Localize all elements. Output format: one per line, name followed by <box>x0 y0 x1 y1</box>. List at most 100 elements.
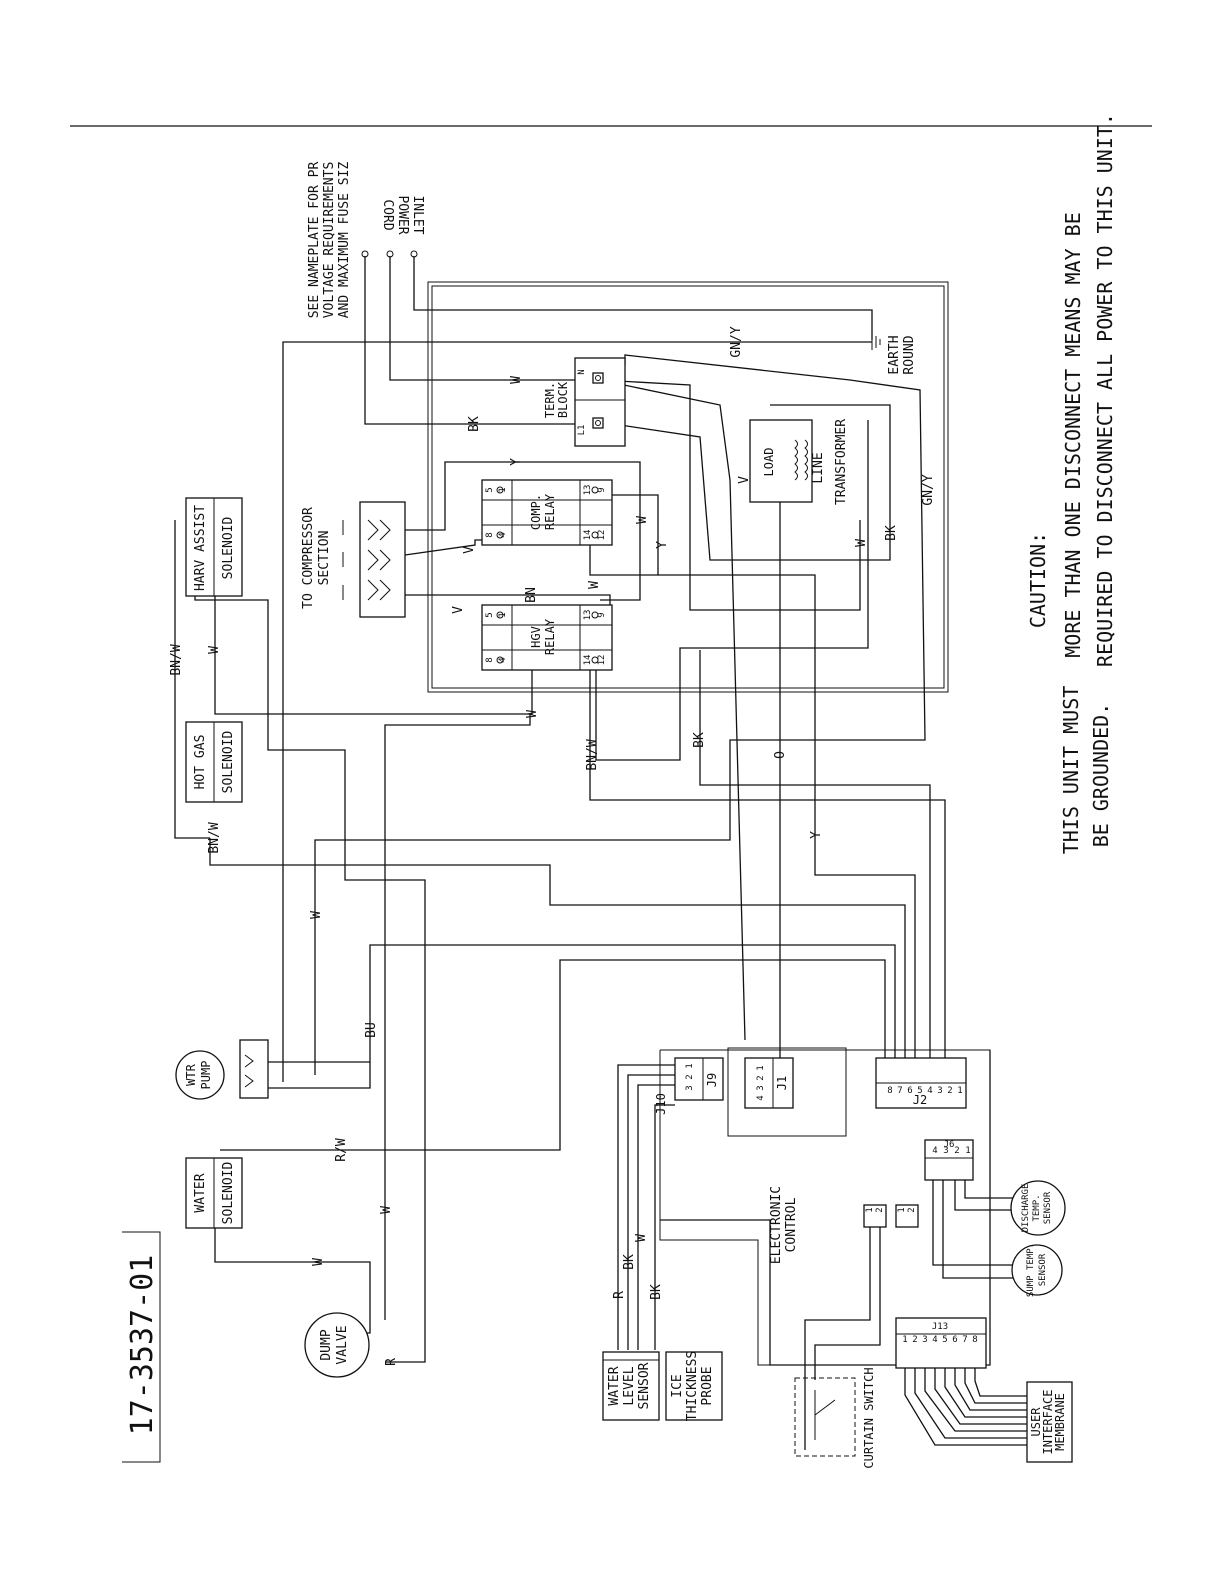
wire-label-w-pump: W <box>309 911 324 919</box>
water-level-sensor: WATER LEVEL SENSOR <box>602 1351 660 1421</box>
harv-assist-solenoid: HARV ASSIST SOLENOID <box>185 497 243 597</box>
drawing-number: 17-3537-01 <box>125 1255 160 1436</box>
grounded-note: THIS UNIT MUST BE GROUNDED. <box>1059 686 1113 855</box>
hgv-relay-pin-12: 12 <box>597 655 607 666</box>
j1-pin-1: 1 <box>756 1065 766 1070</box>
ice-probe-label: ICE <box>670 1374 685 1397</box>
control-box-inner <box>431 285 945 689</box>
wire-label-w-right: W <box>854 539 869 547</box>
wire-label-v-hgv: V <box>451 606 466 614</box>
ice-probe-label-2: THICKNESS <box>685 1351 700 1421</box>
caution-line-1: MORE THAN ONE DISCONNECT MEANS MAY BE <box>1061 212 1085 658</box>
water-level-label: WATER <box>607 1366 622 1405</box>
connector-j6: 1 2 3 4 J6 <box>924 1139 974 1181</box>
hgv-relay-pin-8: 8 <box>485 657 495 662</box>
j13-pin-5: 5 <box>942 1335 947 1345</box>
j2-pin-7: 7 <box>897 1086 902 1096</box>
j2-pin-5: 5 <box>917 1086 922 1096</box>
term-block-label-2: BLOCK <box>556 381 570 418</box>
small-conn-a-pin-1: 1 <box>865 1207 875 1212</box>
comp-relay-label-2: RELAY <box>543 493 557 530</box>
wire-label-bk-right: BK <box>884 525 899 541</box>
j9-label: J9 <box>705 1073 719 1087</box>
wire-label-bk-mid: BK <box>692 732 707 748</box>
j13-pin-6: 6 <box>952 1335 957 1345</box>
grounded-line-1: THIS UNIT MUST <box>1059 686 1083 855</box>
ice-thickness-probe: ICE THICKNESS PROBE <box>665 1351 723 1421</box>
transformer: LOAD LINE TRANSFORMER <box>749 419 849 505</box>
sump-sensor-label: SUMP TEMP. <box>1026 1243 1036 1297</box>
j1-pin-2: 2 <box>756 1075 766 1080</box>
transformer-label: TRANSFORMER <box>834 419 849 505</box>
dump-valve-label: DUMP <box>319 1329 334 1360</box>
nameplate-note: SEE NAMEPLATE FOR PR VOLTAGE REQUIREMENT… <box>307 162 352 319</box>
j13-pin-2: 2 <box>912 1335 917 1345</box>
wire-label-y-relay: Y <box>655 541 670 549</box>
electronic-control-label-2: CONTROL <box>784 1197 799 1252</box>
user-interface-membrane: USER INTERFACE MEMBRANE <box>1026 1381 1073 1463</box>
term-block-label: TERM. <box>543 382 557 418</box>
j2-pin-1: 1 <box>957 1086 962 1096</box>
j13-label: J13 <box>932 1322 948 1332</box>
hot-gas-label: HOT GAS <box>193 735 208 790</box>
wire-label-y-top: Y <box>509 458 524 466</box>
hgv-relay-pin-14: 14 <box>583 655 593 666</box>
comp-relay-pin-9: 9 <box>597 487 607 492</box>
wire-label-o: O <box>773 751 788 759</box>
terminal-block: N L1 TERM. BLOCK <box>543 357 626 447</box>
small-conn-b-pin-2: 2 <box>907 1207 917 1212</box>
water-solenoid: WATER SOLENOID <box>185 1157 243 1229</box>
comp-relay-pin-8: 8 <box>485 532 495 537</box>
j1-label: J1 <box>775 1076 789 1090</box>
j6-pin-1: 1 <box>965 1146 970 1156</box>
curtain-switch: CURTAIN SWITCH <box>794 1367 876 1469</box>
nameplate-line-1: SEE NAMEPLATE FOR PR <box>307 162 322 319</box>
harv-assist-label-2: SOLENOID <box>221 517 236 580</box>
j6-label: J6 <box>944 1140 955 1150</box>
j9-pin-2: 2 <box>685 1074 695 1079</box>
caution-note: CAUTION: MORE THAN ONE DISCONNECT MEANS … <box>1026 113 1117 667</box>
wire-label-bnw-top: BN/W <box>169 644 184 675</box>
j13-pin-8: 8 <box>972 1335 977 1345</box>
water-solenoid-label-2: SOLENOID <box>221 1162 236 1225</box>
sump-sensor-label-2: SENSOR <box>1038 1253 1048 1286</box>
comp-relay-pin-12: 12 <box>597 530 607 541</box>
curtain-switch-connector: 1 2 <box>863 1204 887 1228</box>
wire-label-gny-top: GN/Y <box>729 326 744 357</box>
hgv-relay-label-2: RELAY <box>543 618 557 655</box>
wire-label-bn: BN <box>524 587 539 603</box>
j6-pin-2: 2 <box>954 1146 959 1156</box>
wire-label-v-transformer: V <box>737 476 752 484</box>
wire-label-bk-probe: BK <box>649 1284 664 1300</box>
transformer-line-label: LINE <box>811 452 826 483</box>
caution-title: CAUTION: <box>1026 532 1050 628</box>
j2-pin-8: 8 <box>887 1086 892 1096</box>
ui-membrane-label-2: INTERFACE <box>1041 1389 1055 1454</box>
wire-label-bk-top: BK <box>467 416 482 432</box>
dump-valve-label-2: VALVE <box>335 1325 350 1364</box>
j6-pin-4: 4 <box>932 1146 937 1156</box>
electronic-control-label: ELECTRONIC <box>769 1186 784 1264</box>
hgv-relay-pin-5: 5 <box>485 612 495 617</box>
j2-pin-6: 6 <box>907 1086 912 1096</box>
wire-label-bk-sensor: BK <box>622 1254 637 1270</box>
to-compressor-label-2: SECTION <box>317 531 332 586</box>
hgv-relay-pin-4: 4 <box>498 657 508 662</box>
harv-assist-label: HARV ASSIST <box>193 505 208 591</box>
hgv-relay-pin-9: 9 <box>597 612 607 617</box>
spare-connector: 1 2 <box>895 1204 919 1228</box>
wire-label-w-water: W <box>311 1258 326 1266</box>
wire-label-w-harv: W <box>207 646 222 654</box>
discharge-sensor-label: DISCHARGE <box>1021 1184 1031 1233</box>
hgv-relay: 5 1 8 4 13 9 14 12 HGV RELAY <box>481 604 613 671</box>
curtain-switch-label: CURTAIN SWITCH <box>862 1367 876 1468</box>
j1-pin-3: 3 <box>756 1085 766 1090</box>
wire-label-rw: R/W <box>334 1138 349 1162</box>
j6-pin-3: 3 <box>943 1146 948 1156</box>
small-conn-b-pin-1: 1 <box>897 1207 907 1212</box>
control-box-outer <box>427 281 949 693</box>
hot-gas-label-2: SOLENOID <box>221 731 236 794</box>
water-pump-label-2: PUMP <box>199 1061 213 1090</box>
ice-probe-label-3: PROBE <box>700 1366 715 1405</box>
